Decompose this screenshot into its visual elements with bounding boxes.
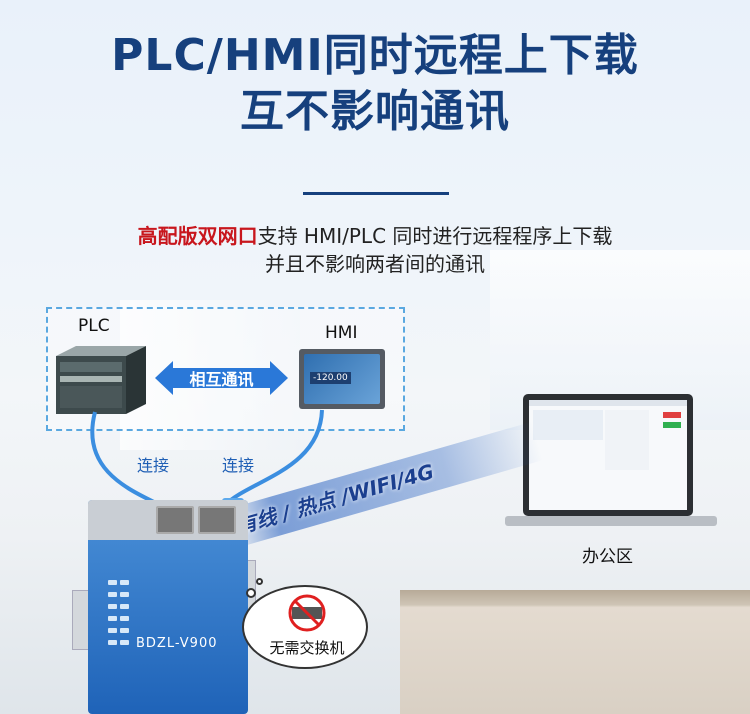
connect-label-left: 连接 xyxy=(137,456,170,475)
hmi-screen: -120.00 xyxy=(304,354,380,404)
subtitle-line-1-text: 支持 HMI/PLC 同时进行远程程序上下载 xyxy=(257,224,613,248)
device-model: BDZL-V900 xyxy=(136,636,218,651)
hmi-device: -120.00 xyxy=(299,349,385,409)
ethernet-port-2 xyxy=(198,506,236,534)
no-switch-label: 无需交换机 xyxy=(269,639,345,657)
bubble-dot-1 xyxy=(246,588,256,598)
title-line-2: 互不影响通讯 xyxy=(240,86,510,137)
page-title: PLC/HMI同时远程上下载 互不影响通讯 xyxy=(0,28,750,140)
hmi-label: HMI xyxy=(325,323,358,343)
mutual-comm-label: 相互通讯 xyxy=(189,370,254,389)
ethernet-port-1 xyxy=(156,506,194,534)
laptop-icon xyxy=(505,394,717,526)
subtitle-line-2: 并且不影响两者间的通讯 xyxy=(265,252,485,276)
no-switch-icon xyxy=(288,594,326,632)
no-switch-bubble: 无需交换机 xyxy=(242,585,368,669)
subtitle-highlight: 高配版双网口 xyxy=(137,224,258,248)
subtitle-line-1: 高配版双网口支持 HMI/PLC 同时进行远程程序上下载 xyxy=(0,222,750,250)
hmi-value: -120.00 xyxy=(310,372,351,384)
subtitle: 高配版双网口支持 HMI/PLC 同时进行远程程序上下载 并且不影响两者间的通讯 xyxy=(0,222,750,278)
desk-surface xyxy=(400,590,750,714)
title-line-1: PLC/HMI同时远程上下载 xyxy=(111,30,639,81)
mutual-comm-arrow: 相互通讯 xyxy=(155,361,288,395)
plc-label: PLC xyxy=(78,316,110,336)
gateway-device: BDZL-V900 xyxy=(88,500,248,714)
title-divider xyxy=(303,192,449,195)
bubble-dot-2 xyxy=(256,578,263,585)
connect-label-right: 连接 xyxy=(222,456,255,475)
plc-device-icon xyxy=(56,346,146,414)
office-label: 办公区 xyxy=(582,547,633,567)
double-arrow-icon xyxy=(155,361,288,395)
